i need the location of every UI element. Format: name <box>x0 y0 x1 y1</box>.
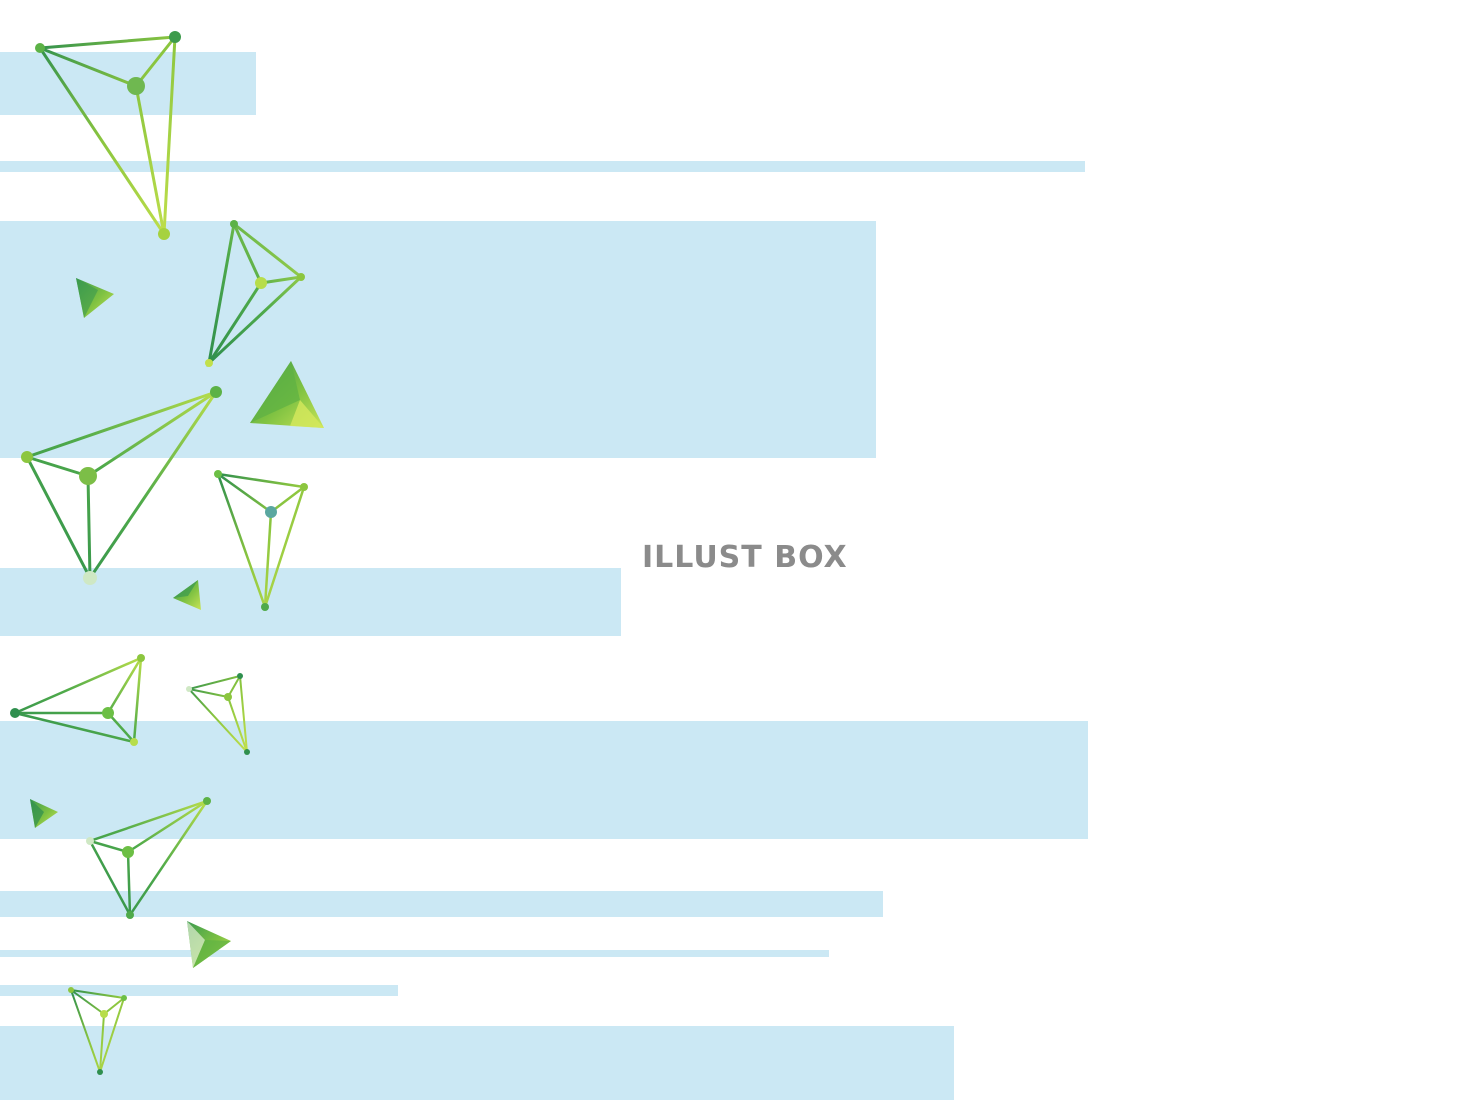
solid-triangle-icon <box>173 580 201 610</box>
solid-triangle-icon <box>187 921 231 968</box>
blue-band-4 <box>0 568 621 636</box>
watermark-text: ILLUST BOX <box>642 540 848 575</box>
wireframe-pyramid-icon <box>10 654 145 746</box>
blue-band-2 <box>0 161 1085 172</box>
solid-triangle-icon <box>250 361 324 428</box>
blue-band-6 <box>0 891 883 917</box>
blue-band-5 <box>0 721 1088 839</box>
wireframe-pyramid-icon <box>21 386 222 585</box>
solid-triangle-icon <box>76 278 114 318</box>
wireframe-pyramid-icon <box>35 31 181 240</box>
solid-triangle-icon <box>30 799 58 828</box>
wireframe-pyramid-icon <box>186 673 250 755</box>
blue-band-7 <box>0 950 829 957</box>
blue-band-9 <box>0 1026 954 1100</box>
blue-band-3 <box>0 221 876 458</box>
wireframe-pyramid-icon <box>86 797 211 919</box>
wireframe-pyramid-icon <box>68 987 127 1076</box>
wireframe-pyramid-icon <box>205 220 305 368</box>
wireframe-pyramid-icon <box>214 470 308 611</box>
blue-band-8 <box>0 985 398 996</box>
